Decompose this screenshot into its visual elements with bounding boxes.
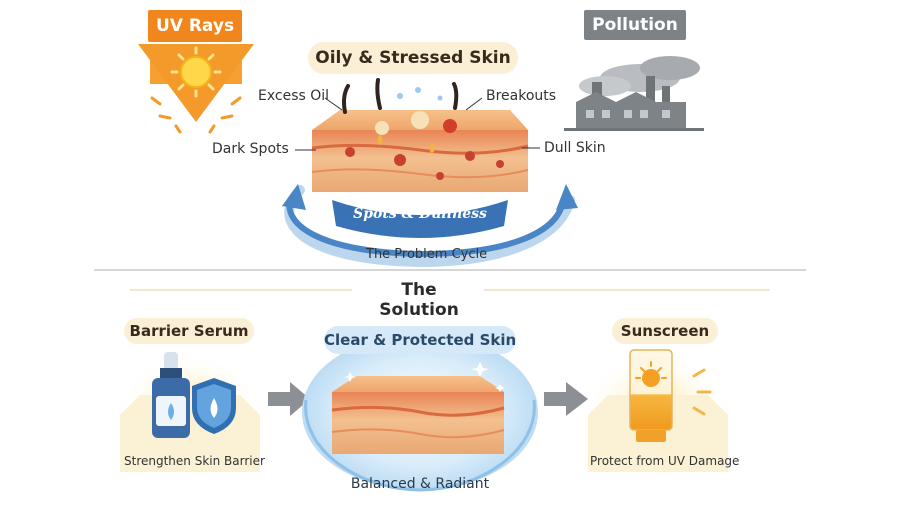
callout-excess-oil: Excess Oil bbox=[258, 88, 330, 104]
solution-heading: The Solution bbox=[379, 280, 459, 320]
serum-title-text: Barrier Serum bbox=[129, 322, 249, 340]
serum-caption: Strengthen Skin Barrier bbox=[124, 454, 265, 468]
uv-sun-arrow-icon bbox=[138, 44, 254, 134]
center-title-text: Clear & Protected Skin bbox=[324, 331, 517, 349]
problem-title-text: Oily & Stressed Skin bbox=[315, 48, 511, 68]
flow-arrow-left-icon bbox=[268, 382, 310, 416]
callout-breakouts: Breakouts bbox=[486, 88, 557, 104]
sunscreen-title-text: Sunscreen bbox=[620, 322, 710, 340]
barrier-serum-illustration bbox=[120, 352, 260, 472]
problem-cycle-label: The Problem Cycle bbox=[366, 247, 488, 262]
sunscreen-title: Sunscreen bbox=[612, 318, 718, 344]
pollution-badge: Pollution bbox=[584, 10, 686, 40]
clear-skin-illustration bbox=[302, 334, 538, 492]
uv-rays-label: UV Rays bbox=[155, 16, 235, 36]
callout-dull-skin: Dull Skin bbox=[544, 140, 606, 156]
callout-dark-spots: Dark Spots bbox=[212, 141, 289, 157]
problem-cycle-arrows-icon bbox=[282, 184, 578, 268]
spots-dullness-text: Spots & Dullness bbox=[353, 206, 487, 222]
sunscreen-illustration bbox=[586, 349, 728, 472]
center-caption: Balanced & Radiant bbox=[350, 476, 490, 492]
serum-title: Barrier Serum bbox=[124, 318, 254, 344]
factory-pollution-icon bbox=[564, 56, 704, 131]
sunscreen-caption: Protect from UV Damage bbox=[590, 454, 740, 468]
problem-title: Oily & Stressed Skin bbox=[308, 42, 518, 74]
flow-arrow-right-icon bbox=[544, 382, 588, 416]
callout-lines bbox=[295, 97, 540, 151]
pollution-label: Pollution bbox=[592, 15, 678, 35]
stressed-skin-block-icon bbox=[311, 78, 529, 192]
uv-rays-badge: UV Rays bbox=[148, 10, 242, 42]
spots-dullness-banner bbox=[332, 200, 508, 238]
center-title: Clear & Protected Skin bbox=[324, 326, 516, 354]
